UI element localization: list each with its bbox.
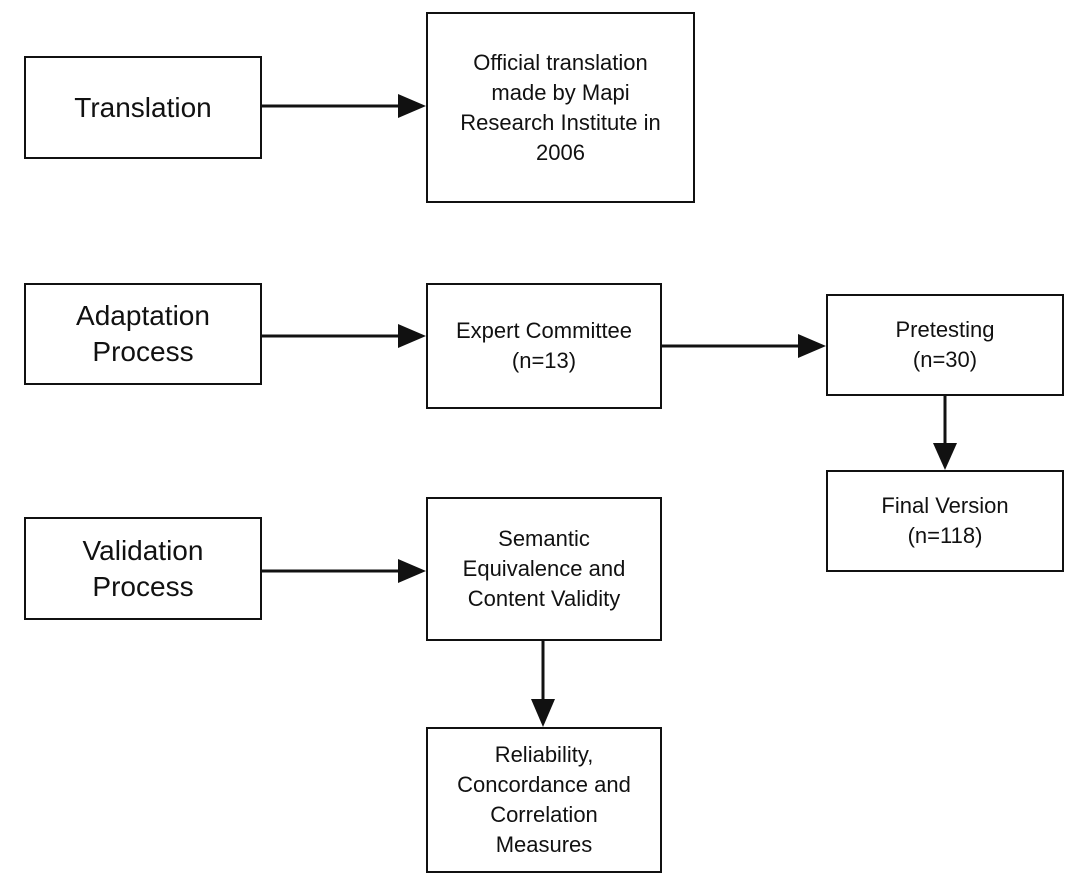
arrow-validation-to-semantic — [261, 559, 426, 583]
official-translation-text-line: 2006 — [536, 139, 585, 165]
adaptation-process-text-line: Process — [92, 336, 194, 367]
semantic-equivalence-text-line: Equivalence and — [462, 556, 626, 581]
official-translation-text-line: made by Mapi — [491, 79, 630, 105]
reliability-text-line: Reliability, — [494, 742, 594, 767]
final-version-text-line: (n=118) — [907, 523, 983, 548]
expert-committee-box: Expert Committee (n=13) — [426, 283, 662, 409]
semantic-equivalence-text-line: Semantic — [498, 526, 590, 551]
arrow-translation-to-official — [261, 94, 426, 118]
validation-process-text-line: Process — [92, 570, 194, 602]
official-translation-text-line: Official translation — [473, 49, 648, 75]
translation-box: Translation — [24, 56, 262, 159]
expert-committee-text-line: (n=13) — [511, 348, 577, 373]
pretesting-text-line: Pretesting — [895, 317, 995, 342]
reliability-text-line: Correlation — [490, 802, 598, 827]
reliability-text-line: Concordance and — [457, 772, 631, 797]
arrow-pretesting-to-final — [933, 396, 957, 470]
adaptation-process-text-line: Adaptation — [76, 300, 210, 331]
translation-text-line: Translation — [74, 91, 212, 123]
validation-process-text-line: Validation — [82, 534, 204, 566]
semantic-equivalence-text-line: Content Validity — [467, 586, 621, 611]
arrow-semantic-to-reliability — [531, 641, 555, 727]
pretesting-text-line: (n=30) — [912, 347, 978, 372]
reliability-text-line: Measures — [495, 832, 593, 857]
arrow-adaptation-to-expert — [261, 324, 426, 348]
final-version-text-line: Final Version — [881, 493, 1009, 518]
expert-committee-text-line: Expert Committee — [455, 318, 633, 343]
final-version-box: Final Version (n=118) — [826, 470, 1064, 572]
pretesting-box: Pretesting (n=30) — [826, 294, 1064, 396]
official-translation-text-line: Research Institute in — [460, 109, 661, 135]
arrow-expert-to-pretesting — [661, 334, 826, 358]
